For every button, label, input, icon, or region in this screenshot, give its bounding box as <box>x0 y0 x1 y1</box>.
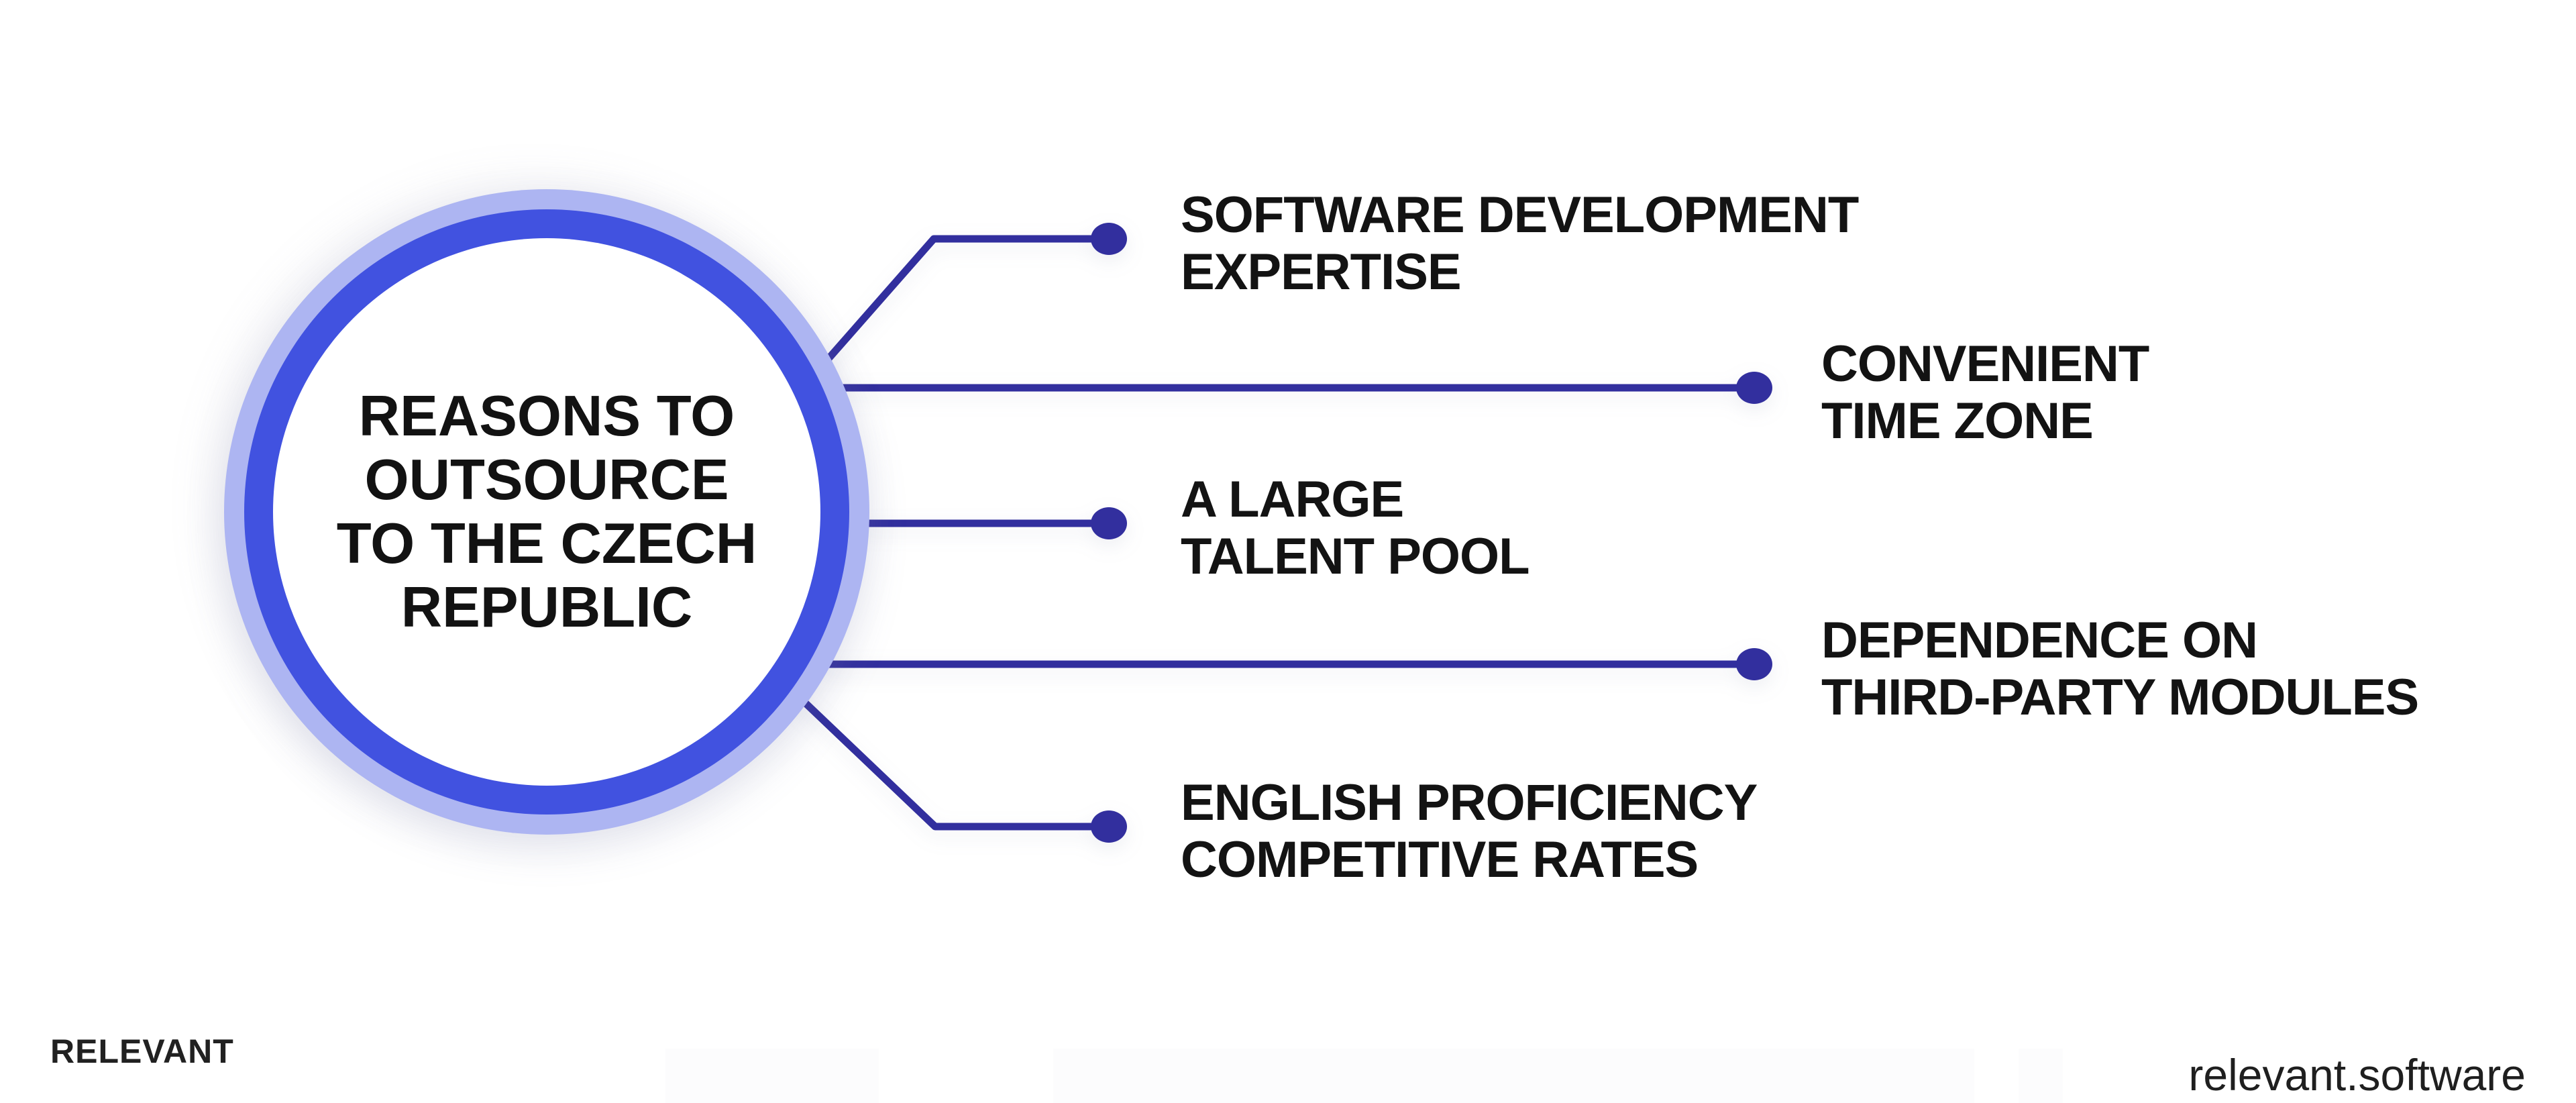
connector-dot-third-party <box>1736 648 1772 680</box>
branch-label-software-development: SOFTWARE DEVELOPMENT EXPERTISE <box>1181 187 1859 301</box>
branch-label-line: TIME ZONE <box>1821 392 2094 450</box>
branch-label-line: ENGLISH PROFICIENCY <box>1181 774 1758 831</box>
branch-label-english-proficiency: ENGLISH PROFICIENCY COMPETITIVE RATES <box>1181 774 1758 888</box>
branch-label-line: CONVENIENT <box>1821 335 2149 392</box>
central-title-line: REPUBLIC <box>400 576 693 639</box>
branch-label-talent-pool: A LARGE TALENT POOL <box>1181 471 1530 585</box>
branch-label-third-party: DEPENDENCE ON THIRD-PARTY MODULES <box>1821 612 2419 726</box>
branch-label-line: COMPETITIVE RATES <box>1181 831 1699 888</box>
central-title-line: TO THE CZECH <box>336 512 757 576</box>
central-title-line: OUTSOURCE <box>364 448 729 512</box>
central-title: REASONS TO OUTSOURCE TO THE CZECH REPUBL… <box>292 384 802 639</box>
relevant-logo: RELEVANT <box>50 1033 234 1070</box>
watermark-box <box>2019 1049 2063 1103</box>
connector-dot-english-proficiency <box>1091 810 1127 843</box>
connector-line-english-proficiency <box>792 690 1109 831</box>
branch-label-line: DEPENDENCE ON <box>1821 612 2258 669</box>
connector-dot-software-development <box>1091 223 1127 255</box>
branch-label-line: A LARGE <box>1181 471 1404 528</box>
branch-label-time-zone: CONVENIENT TIME ZONE <box>1821 335 2149 450</box>
watermark-box <box>1053 1049 1974 1103</box>
website-url: relevant.software <box>2188 1050 2526 1100</box>
connector-line-software-development <box>808 235 1109 380</box>
branch-label-line: THIRD-PARTY MODULES <box>1821 669 2419 726</box>
central-title-line: REASONS TO <box>358 384 735 448</box>
connector-dot-time-zone <box>1736 372 1772 404</box>
branch-label-line: SOFTWARE DEVELOPMENT <box>1181 187 1859 244</box>
watermark-box <box>665 1049 879 1103</box>
central-circle: REASONS TO OUTSOURCE TO THE CZECH REPUBL… <box>273 238 820 786</box>
branch-label-line: EXPERTISE <box>1181 244 1462 301</box>
connector-dot-talent-pool <box>1091 507 1127 539</box>
branch-label-line: TALENT POOL <box>1181 528 1530 585</box>
